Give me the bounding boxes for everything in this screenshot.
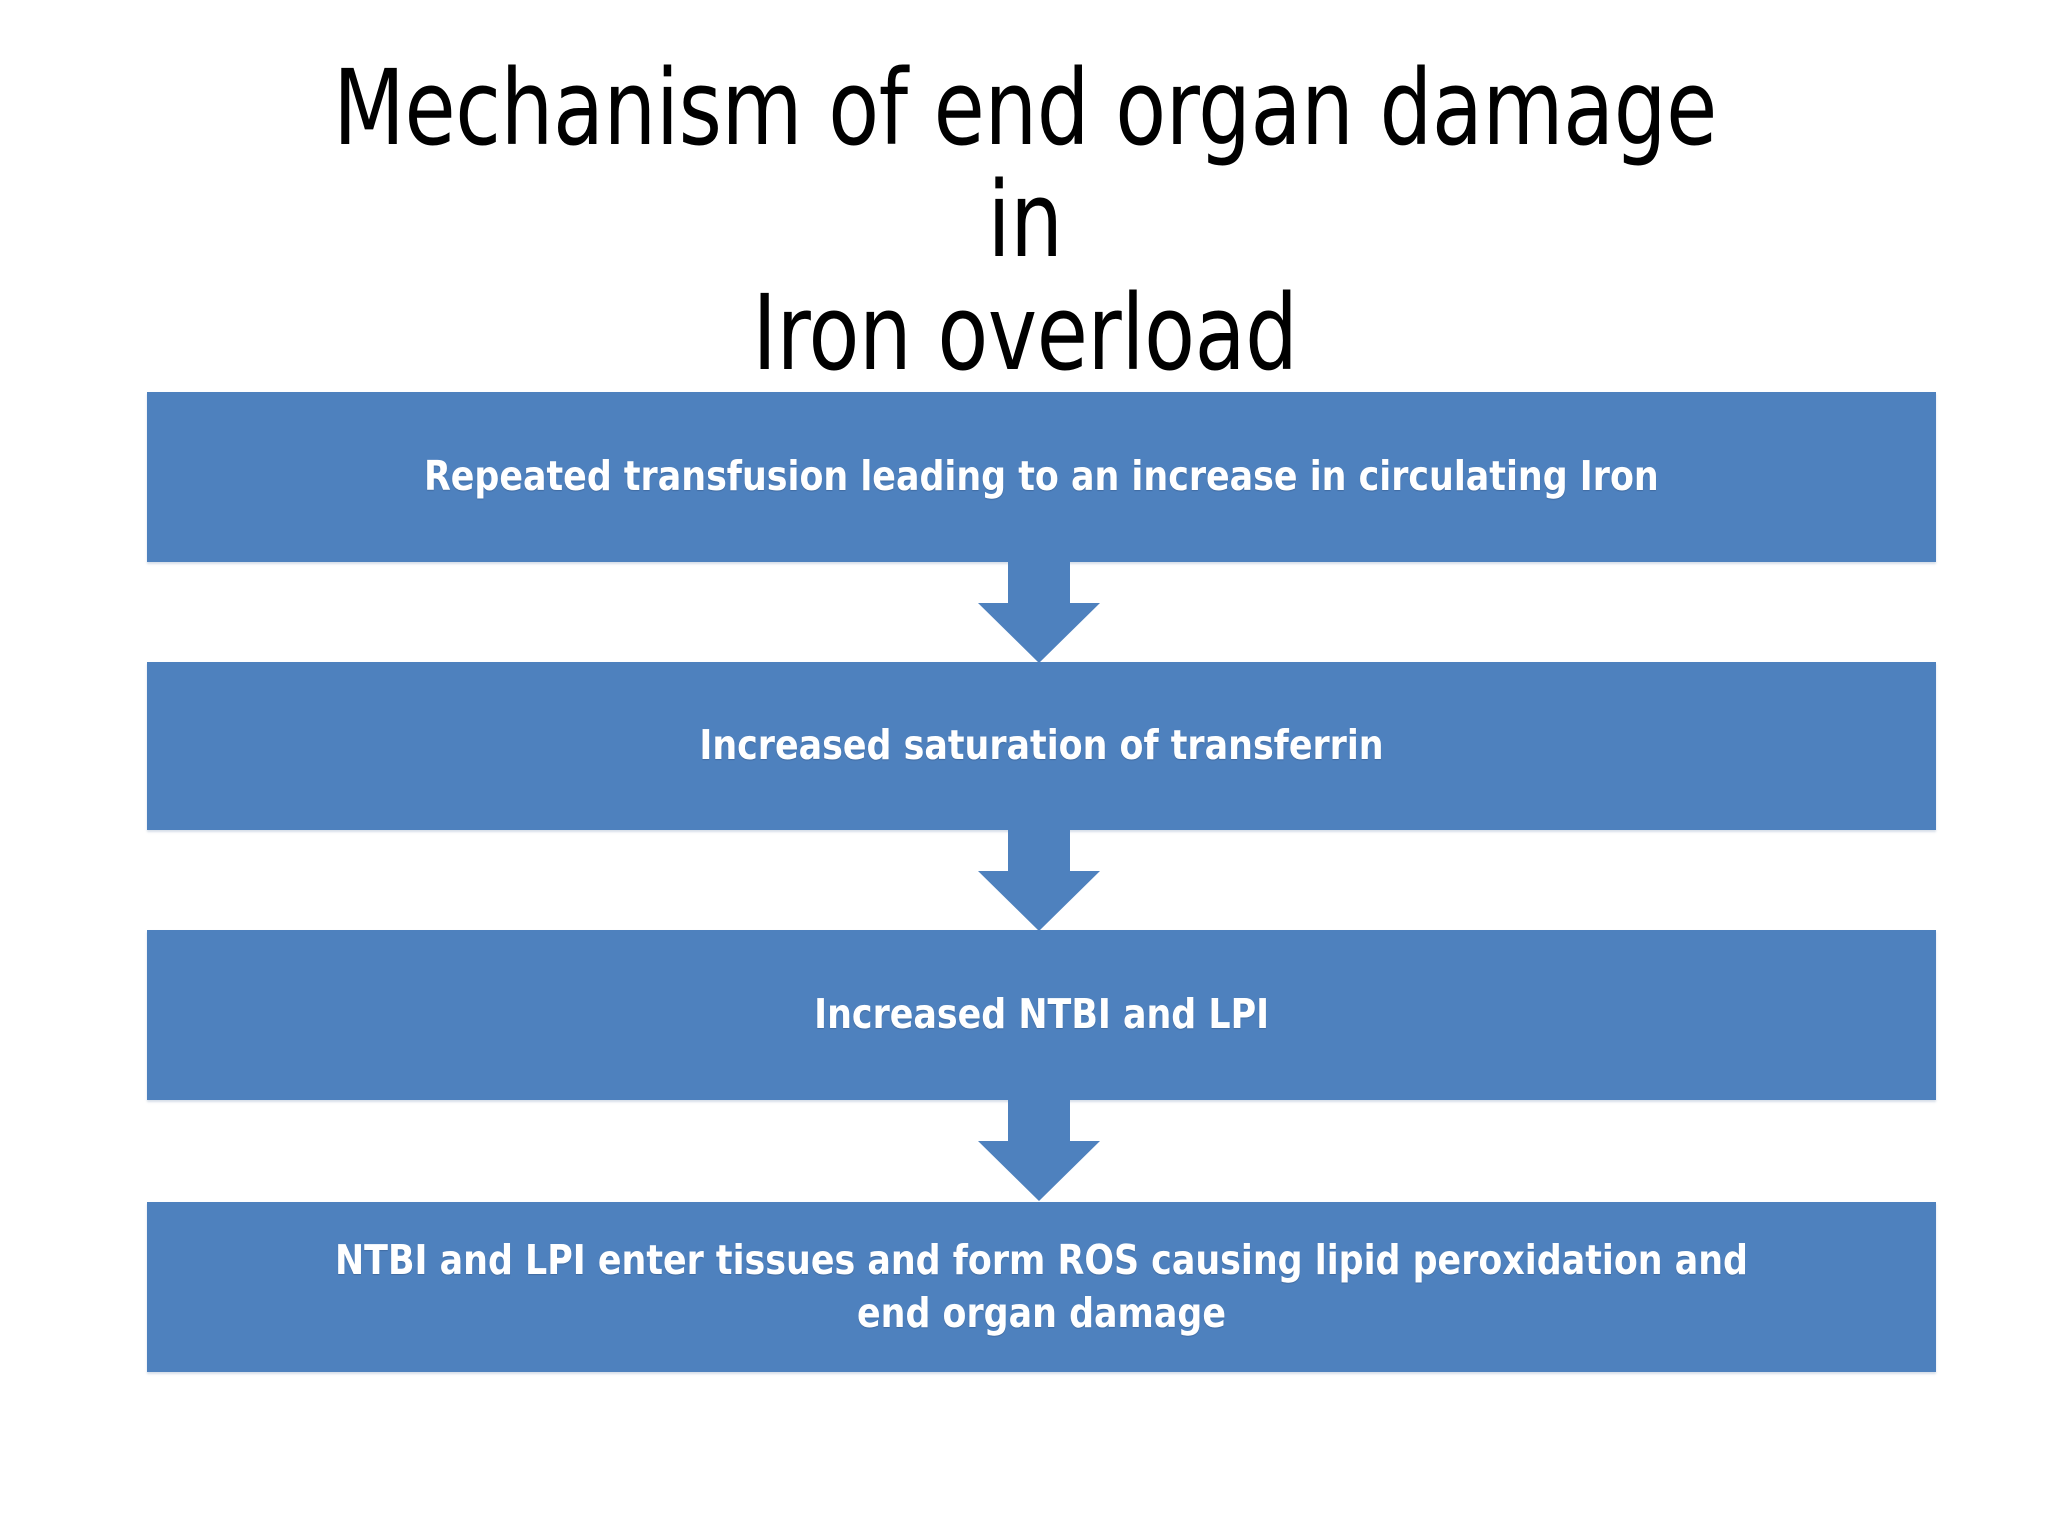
down-arrow-icon bbox=[978, 561, 1100, 663]
flow-node-2[interactable]: Increased saturation of transferrin bbox=[147, 662, 1936, 830]
down-arrow-icon bbox=[978, 829, 1100, 931]
flow-node-3[interactable]: Increased NTBI and LPI bbox=[147, 930, 1936, 1100]
flowchart: Repeated transfusion leading to an incre… bbox=[147, 392, 1936, 1372]
down-arrow-icon bbox=[978, 1099, 1100, 1201]
flow-node-1-label: Repeated transfusion leading to an incre… bbox=[424, 452, 1659, 501]
flow-node-1[interactable]: Repeated transfusion leading to an incre… bbox=[147, 392, 1936, 562]
flow-node-3-label: Increased NTBI and LPI bbox=[814, 990, 1269, 1039]
flow-node-4-label: NTBI and LPI enter tissues and form ROS … bbox=[335, 1235, 1748, 1337]
flow-node-4[interactable]: NTBI and LPI enter tissues and form ROS … bbox=[147, 1202, 1936, 1372]
page-title: Mechanism of end organ damage in Iron ov… bbox=[333, 47, 1717, 394]
flow-node-2-label: Increased saturation of transferrin bbox=[699, 721, 1384, 770]
